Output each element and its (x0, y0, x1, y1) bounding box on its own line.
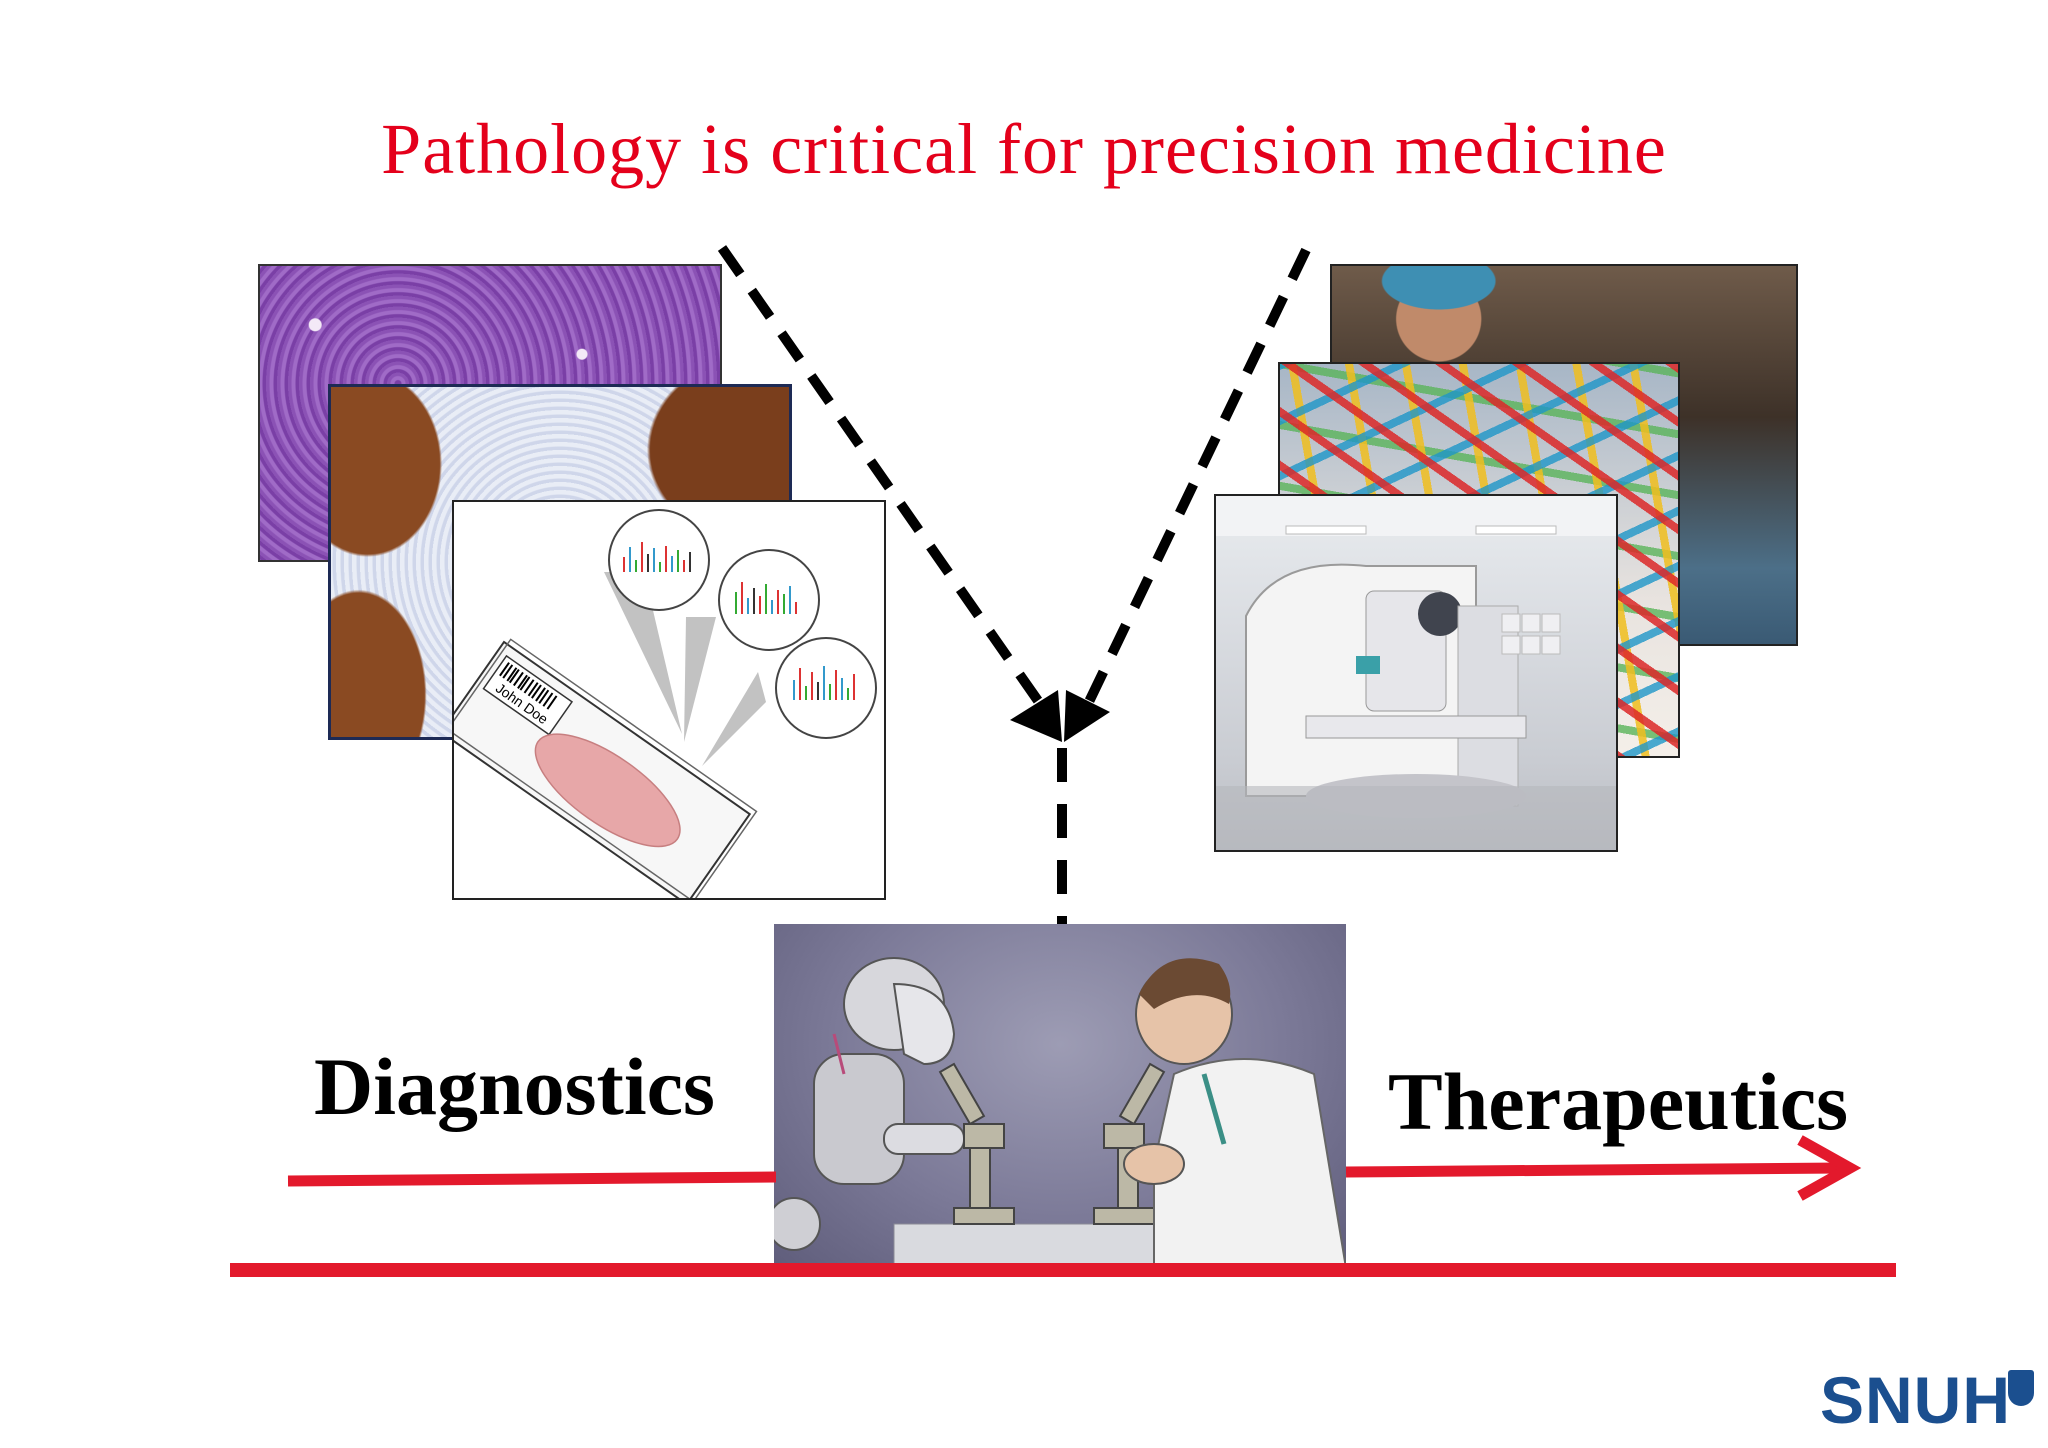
sequencing-trace-icon (608, 509, 710, 611)
linear-accelerator-drawing (1216, 496, 1616, 850)
radiotherapy-room-photo (1214, 494, 1618, 852)
microscope-icon (938, 1062, 1015, 1225)
pathologist-figure (1123, 958, 1346, 1268)
slide-title: Pathology is critical for precision medi… (381, 109, 1667, 189)
slide-sequencing-drawing: John Doe (454, 509, 877, 898)
dashed-arrow-left (717, 245, 1055, 721)
arrowhead-left-icon (1010, 690, 1062, 742)
dashed-arrow-right (1081, 247, 1311, 711)
diagnostics-label: Diagnostics (314, 1041, 715, 1132)
shield-icon (2008, 1370, 2034, 1406)
robot-figure (774, 957, 965, 1251)
robot-pathologist-drawing (774, 957, 1346, 1268)
sequencing-trace-icon (775, 637, 877, 739)
therapeutics-label: Therapeutics (1388, 1056, 1849, 1147)
red-arrowhead-icon (1797, 1135, 1862, 1201)
diagnostics-red-line (287, 1171, 777, 1187)
therapeutics-red-arrow (1345, 1162, 1843, 1178)
snuh-logo: SNUH (1820, 1363, 2012, 1437)
sequencing-trace-icon (718, 549, 820, 651)
arrowhead-right-icon (1064, 690, 1110, 742)
ai-vs-pathologist-illustration (774, 924, 1346, 1268)
tissue-slide-sequencing-illustration: John Doe (452, 500, 886, 900)
